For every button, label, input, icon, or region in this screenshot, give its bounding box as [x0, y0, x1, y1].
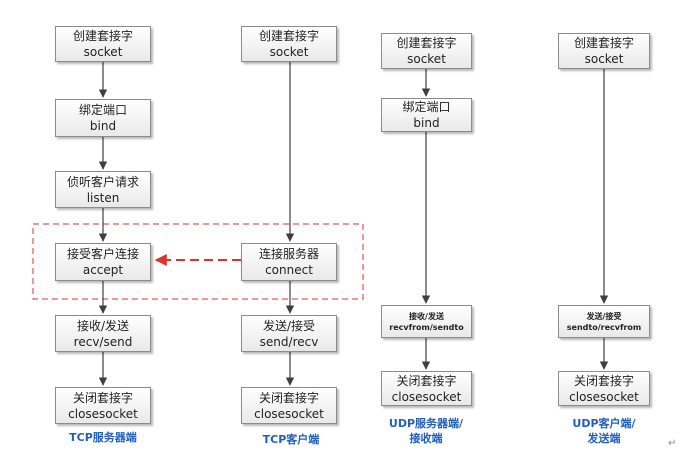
- box-function: bind: [413, 116, 440, 130]
- tcp-client-connect-box: 连接服务器 connect: [241, 243, 337, 281]
- tcp-client-close-box: 关闭套接字 closesocket: [241, 387, 337, 424]
- box-function: listen: [86, 190, 120, 205]
- box-title: 连接服务器: [258, 247, 319, 261]
- caption-text: TCP服务器端: [69, 431, 137, 444]
- box-function: closesocket: [68, 406, 138, 421]
- box-function: closesocket: [254, 406, 324, 421]
- box-title: 创建套接字: [573, 36, 634, 50]
- tcp-client-send-recv-box: 发送/接受 send/recv: [241, 315, 337, 352]
- box-function: bind: [89, 119, 117, 133]
- tcp-server-caption: TCP服务器端: [48, 430, 158, 445]
- box-title: 关闭套接字: [72, 390, 133, 405]
- box-title: 发送/接受: [262, 318, 316, 333]
- box-title: 接收/发送: [409, 311, 444, 321]
- caption-line-1: UDP服务器端/: [388, 417, 464, 430]
- tcp-server-close-box: 关闭套接字 closesocket: [55, 387, 151, 424]
- caption-line-1: UDP客户端/: [572, 417, 636, 430]
- udp-server-recv-send-box: 接收/发送 recvfrom/sendto: [381, 305, 472, 338]
- box-title: 创建套接字: [258, 29, 319, 43]
- udp-client-close-box: 关闭套接字 closesocket: [558, 371, 650, 406]
- tcp-server-recv-send-box: 接收/发送 recv/send: [55, 315, 151, 352]
- paragraph-return-mark: ↵: [668, 438, 677, 449]
- box-function: closesocket: [569, 389, 639, 404]
- udp-client-send-recv-box: 发送/接受 sendto/recvfrom: [558, 305, 650, 338]
- box-title: 接受客户连接: [66, 247, 139, 261]
- box-title: 创建套接字: [72, 29, 133, 43]
- udp-server-bind-box: 绑定端口 bind: [381, 98, 472, 132]
- tcp-client-caption: TCP客户端: [236, 432, 346, 447]
- box-title: 关闭套接字: [573, 373, 634, 388]
- tcp-server-accept-box: 接受客户连接 accept: [55, 243, 151, 281]
- box-function: socket: [584, 52, 624, 66]
- udp-server-create-socket-box: 创建套接字 socket: [381, 33, 472, 69]
- box-title: 发送/接受: [586, 311, 622, 321]
- box-title: 关闭套接字: [396, 373, 457, 388]
- tcp-server-bind-box: 绑定端口 bind: [55, 99, 151, 137]
- udp-client-caption: UDP客户端/ 发送端: [546, 416, 662, 446]
- box-title: 侦听客户请求: [66, 174, 139, 189]
- box-function: send/recv: [259, 334, 319, 349]
- box-title: 接收/发送: [76, 318, 130, 333]
- box-function: recv/send: [73, 334, 133, 349]
- box-function: socket: [83, 45, 123, 59]
- tcp-server-create-socket-box: 创建套接字 socket: [55, 26, 151, 62]
- box-function: socket: [407, 52, 446, 66]
- box-title: 创建套接字: [396, 36, 457, 50]
- udp-server-close-box: 关闭套接字 closesocket: [381, 371, 472, 406]
- accept-connect-region: [32, 223, 364, 300]
- caption-line-2: 接收端: [409, 432, 443, 445]
- box-title: 绑定端口: [402, 100, 451, 114]
- caption-line-2: 发送端: [587, 432, 621, 445]
- box-function: connect: [265, 263, 313, 277]
- box-title: 关闭套接字: [258, 390, 319, 405]
- box-function: closesocket: [391, 389, 462, 404]
- box-function: socket: [269, 45, 309, 59]
- tcp-client-create-socket-box: 创建套接字 socket: [241, 26, 337, 62]
- box-function: recvfrom/sendto: [389, 322, 464, 332]
- udp-client-create-socket-box: 创建套接字 socket: [558, 33, 650, 69]
- box-function: accept: [82, 263, 124, 277]
- box-title: 绑定端口: [78, 103, 127, 117]
- udp-server-caption: UDP服务器端/ 接收端: [366, 416, 486, 446]
- tcp-server-listen-box: 侦听客户请求 listen: [55, 171, 151, 208]
- box-function: sendto/recvfrom: [566, 322, 642, 332]
- caption-text: TCP客户端: [262, 433, 320, 446]
